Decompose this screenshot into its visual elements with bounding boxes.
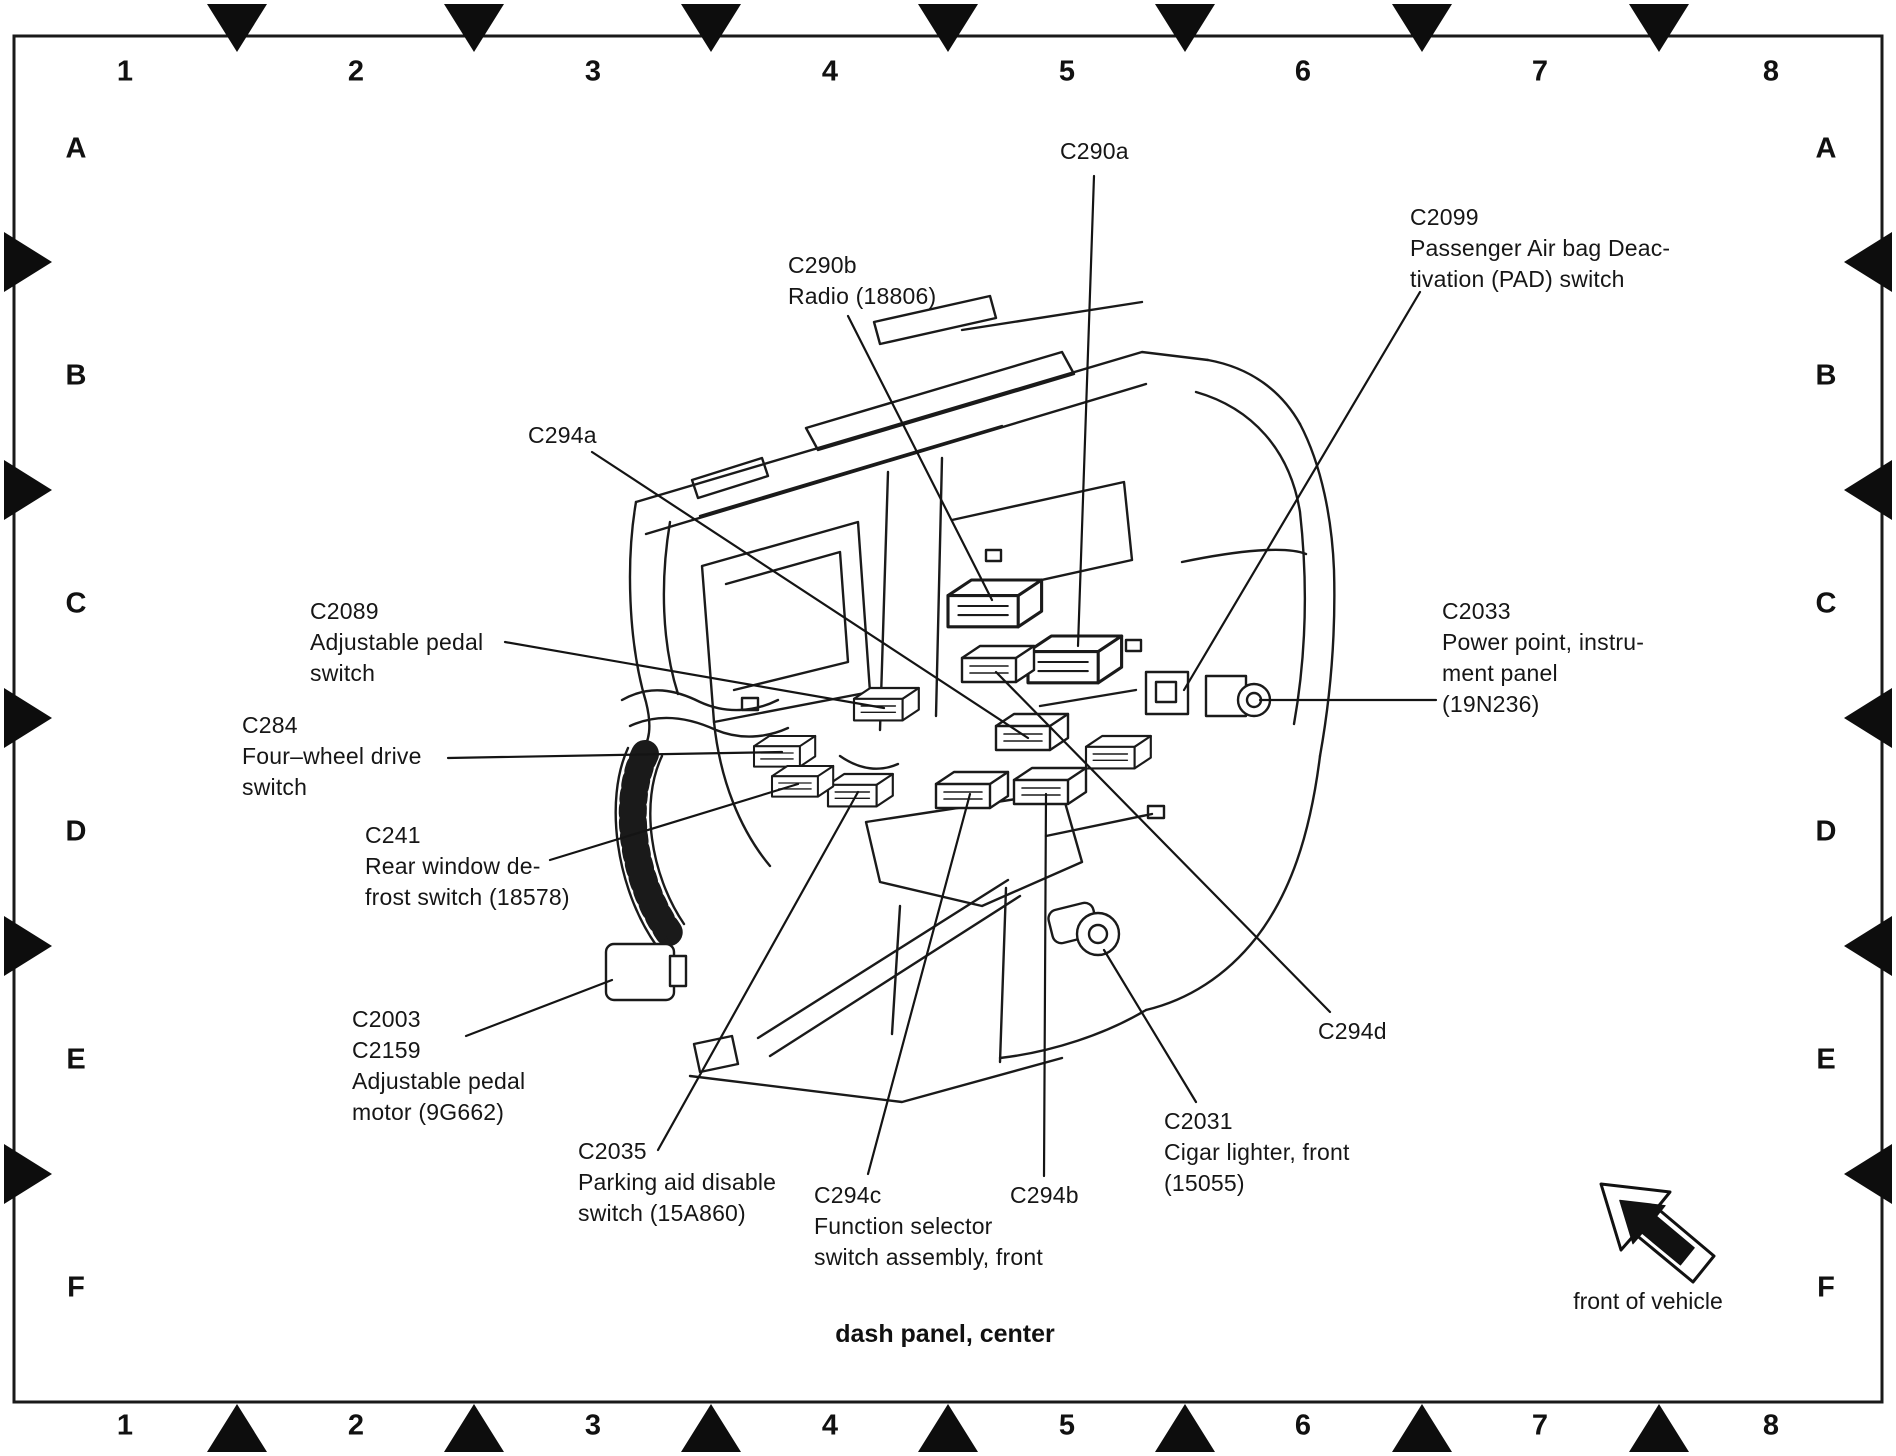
grid-row-label: A [65,132,87,165]
grid-row-label: D [65,815,87,848]
callout-line: C290b [788,252,857,278]
grid-row-label: F [1817,1271,1835,1304]
callout-c2089: C2089 Adjustable pedal switch [310,596,483,689]
callout-line: C284 [242,712,298,738]
leader-lines [446,174,1438,1178]
callout-line: switch (15A860) [578,1200,746,1226]
callout-line: Adjustable pedal [310,629,484,655]
callout-line: Rear window de- [365,853,541,879]
callout-c294d: C294d [1318,1016,1387,1047]
grid-row-label: B [1815,359,1837,392]
callout-line: ment panel [1442,660,1558,686]
grid-col-label: 2 [347,1409,365,1442]
grid-col-label: 4 [821,55,839,88]
callout-c294b: C294b [1010,1180,1079,1211]
figure-caption: dash panel, center [835,1320,1055,1348]
callout-c2033: C2033 Power point, instru- ment panel (1… [1442,596,1644,720]
grid-col-label: 8 [1762,55,1780,88]
callout-line: Function selector [814,1213,993,1239]
callout-line: (15055) [1164,1170,1245,1196]
grid-row-label: E [1816,1043,1836,1076]
callout-line: Four–wheel drive [242,743,422,769]
callout-line: frost switch (18578) [365,884,570,910]
callout-c2003-c2159: C2003 C2159 Adjustable pedal motor (9G66… [352,1004,525,1128]
callout-line: Power point, instru- [1442,629,1645,655]
callout-line: C290a [1060,138,1129,164]
grid-col-label: 5 [1058,1409,1076,1442]
callout-line: motor (9G662) [352,1099,505,1125]
grid-row-label: D [1815,815,1837,848]
grid-col-label: 8 [1762,1409,1780,1442]
callout-line: C2031 [1164,1108,1233,1134]
callout-line: switch [242,774,308,800]
callout-line: C2099 [1410,204,1479,230]
grid-col-label: 4 [821,1409,839,1442]
callout-line: switch [310,660,376,686]
callout-c294a: C294a [528,420,597,451]
callout-c241: C241 Rear window de- frost switch (18578… [365,820,570,913]
callout-line: C294a [528,422,597,448]
grid-row-label: C [1815,587,1837,620]
callout-line: switch assembly, front [814,1244,1043,1270]
callout-line: Passenger Air bag Deac- [1410,235,1671,261]
callout-line: C2003 [352,1006,421,1032]
callout-line: C241 [365,822,421,848]
callout-line: C2033 [1442,598,1511,624]
callout-c284: C284 Four–wheel drive switch [242,710,422,803]
grid-row-label: B [65,359,87,392]
callout-line: C2035 [578,1138,647,1164]
grid-col-label: 3 [584,55,602,88]
grid-row-label: C [65,587,87,620]
callout-line: C294b [1010,1182,1079,1208]
grid-col-label: 5 [1058,55,1076,88]
callout-line: (19N236) [1442,691,1540,717]
callout-line: Parking aid disable [578,1169,777,1195]
dash-panel-line-art [604,294,1336,1104]
callout-c2031: C2031 Cigar lighter, front (15055) [1164,1106,1350,1199]
callout-line: Radio (18806) [788,283,937,309]
front-of-vehicle-label: front of vehicle [1573,1288,1723,1314]
grid-col-label: 1 [116,1409,134,1442]
callout-c2035: C2035 Parking aid disable switch (15A860… [578,1136,776,1229]
grid-col-label: 2 [347,55,365,88]
callout-line: C2159 [352,1037,421,1063]
registration-triangle-icons [4,4,1892,1452]
grid-col-label: 3 [584,1409,602,1442]
callout-line: Adjustable pedal [352,1068,526,1094]
grid-row-label: A [1815,132,1837,165]
grid-col-label: 6 [1294,55,1312,88]
callout-line: C2089 [310,598,379,624]
grid-row-label: E [66,1043,86,1076]
callout-c290a: C290a [1060,136,1129,167]
callout-line: C294d [1318,1018,1387,1044]
grid-col-label: 1 [116,55,134,88]
grid-row-label: F [67,1271,85,1304]
callout-c290b: C290b Radio (18806) [788,250,936,312]
grid-col-label: 7 [1531,55,1549,88]
grid-col-label: 6 [1294,1409,1312,1442]
callout-line: C294c [814,1182,882,1208]
callout-line: Cigar lighter, front [1164,1139,1350,1165]
grid-col-label: 7 [1531,1409,1549,1442]
callout-c2099: C2099 Passenger Air bag Deac- tivation (… [1410,202,1670,295]
callout-line: tivation (PAD) switch [1410,266,1625,292]
front-of-vehicle-arrow-icon [1599,1182,1716,1284]
callout-c294c: C294c Function selector switch assembly,… [814,1180,1043,1273]
